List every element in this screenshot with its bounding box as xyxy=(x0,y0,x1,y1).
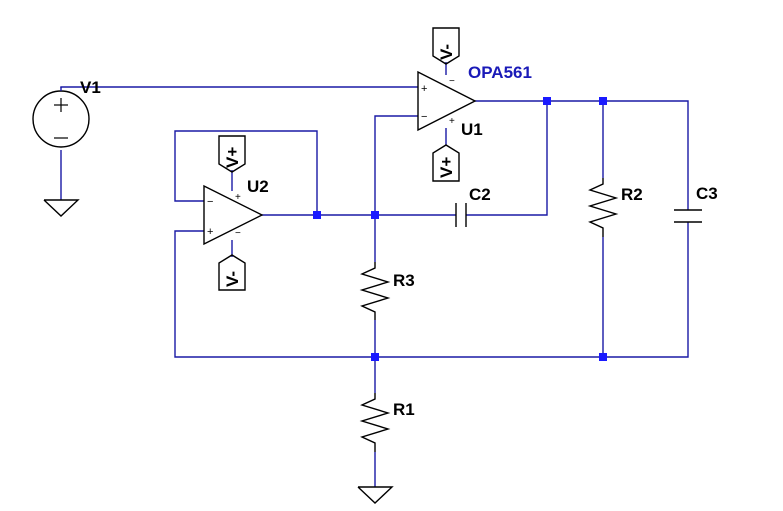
wire-u1-output xyxy=(475,100,689,210)
label-opamp-model: OPA561 xyxy=(468,63,532,82)
label-v1: V1 xyxy=(80,78,101,97)
u2-minus-pin: − xyxy=(207,196,213,208)
flag-u1-vminus-text: V- xyxy=(437,44,456,60)
junction-node xyxy=(599,353,607,361)
power-flag-u2-vminus: V- xyxy=(218,254,246,291)
resistor-r3[interactable] xyxy=(359,262,391,320)
opamp-u2[interactable] xyxy=(203,184,264,246)
flag-u1-vplus-text: V+ xyxy=(437,157,456,178)
wire-c2-to-output xyxy=(466,101,548,216)
junction-node xyxy=(313,211,321,219)
voltage-source-v1[interactable] xyxy=(32,90,90,148)
u1-plus-pin: + xyxy=(421,83,427,95)
label-c2: C2 xyxy=(469,185,491,204)
label-c3: C3 xyxy=(696,184,718,203)
wire-v1-to-u1-plus xyxy=(60,86,418,88)
u1-vplus-mark: + xyxy=(449,116,455,127)
flag-u2-vplus-text: V+ xyxy=(223,147,242,168)
junction-nodes xyxy=(313,97,607,361)
u2-vminus-mark: − xyxy=(235,228,241,239)
power-flag-u2-vplus: V+ xyxy=(218,135,246,173)
wire-u1-minus-feedback xyxy=(374,115,418,215)
u1-minus-pin: − xyxy=(421,111,427,123)
wire-u2-feedback xyxy=(174,130,318,215)
wires xyxy=(60,62,689,487)
u1-vminus-mark: − xyxy=(449,76,455,87)
wire-u2-plus-to-rail xyxy=(174,230,375,358)
label-u1: U1 xyxy=(461,120,483,139)
junction-node xyxy=(543,97,551,105)
ground-icon xyxy=(357,486,394,504)
label-r2: R2 xyxy=(621,185,643,204)
label-r1: R1 xyxy=(393,400,415,419)
junction-node xyxy=(371,353,379,361)
resistor-r2[interactable] xyxy=(587,178,619,237)
opamp-u1[interactable] xyxy=(417,70,477,132)
power-flag-u1-vminus: V- xyxy=(432,27,460,65)
label-u2: U2 xyxy=(247,177,269,196)
capacitor-c2[interactable] xyxy=(455,203,467,227)
flag-u2-vminus-text: V- xyxy=(223,271,242,287)
junction-node xyxy=(599,97,607,105)
ground-icon xyxy=(43,199,80,217)
u2-vplus-mark: + xyxy=(235,192,241,203)
label-r3: R3 xyxy=(393,271,415,290)
junction-node xyxy=(371,211,379,219)
capacitor-c3[interactable] xyxy=(674,209,702,223)
resistor-r1[interactable] xyxy=(359,393,391,452)
u2-plus-pin: + xyxy=(207,226,213,238)
wire-bottom-rail xyxy=(375,222,689,358)
power-flag-u1-vplus: V+ xyxy=(432,144,460,182)
